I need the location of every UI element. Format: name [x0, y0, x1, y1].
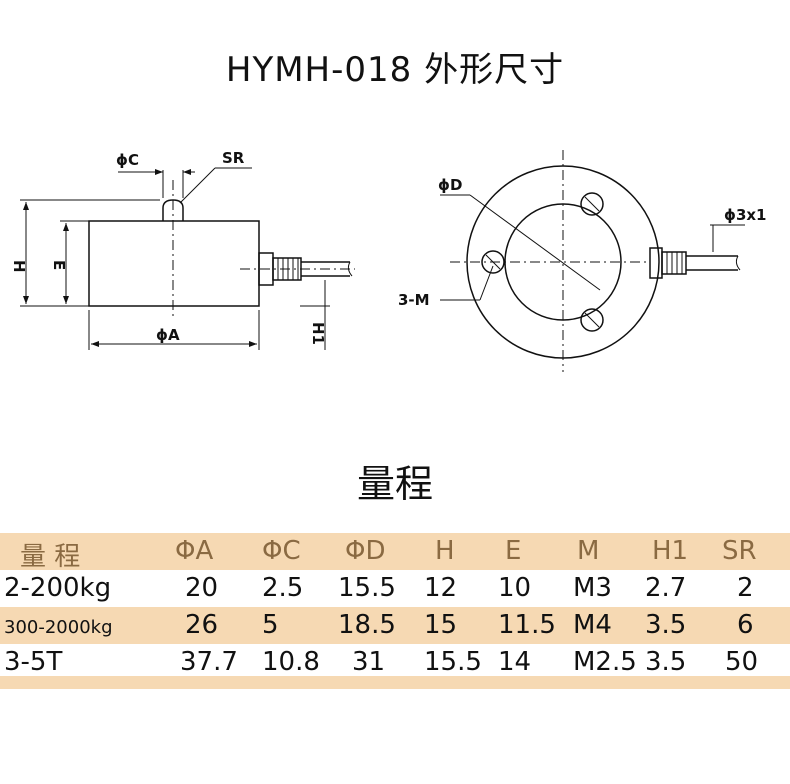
table-row: 3-5T 37.7 10.8 31 15.5 14 M2.5 3.5 50 [0, 644, 790, 681]
header-range: 量 程 [20, 542, 81, 572]
table-row: 2-200kg 20 2.5 15.5 12 10 M3 2.7 2 [0, 570, 790, 607]
table-row: 300-2000kg 26 5 18.5 15 11.5 M4 3.5 6 [0, 607, 790, 644]
cell-sr: 2 [737, 573, 754, 603]
label-phi-d: ϕD [438, 176, 462, 194]
cell-e: 11.5 [498, 610, 556, 640]
label-h1: H1 [309, 322, 327, 345]
label-phi-3x1: ϕ3x1 [724, 206, 767, 224]
cell-phi-d: 18.5 [338, 610, 396, 640]
inner-bore [504, 203, 622, 321]
table-bottom-band [0, 676, 790, 689]
label-phi-a: ϕA [156, 326, 180, 344]
cell-phi-c: 5 [262, 610, 279, 640]
header-phi-d: ΦD [345, 536, 386, 566]
cell-m: M3 [573, 573, 612, 603]
cell-phi-c: 10.8 [262, 647, 320, 677]
spec-table: 量 程 ΦA ΦC ΦD H E M H1 SR 2-200kg 20 2.5 … [0, 533, 790, 681]
header-m: M [577, 536, 600, 566]
top-view [440, 150, 745, 372]
label-sr: SR [222, 149, 245, 167]
mount-hole-3 [580, 308, 604, 332]
header-h: H [435, 536, 455, 566]
sensor-body [88, 220, 260, 307]
cell-phi-a: 20 [185, 573, 219, 603]
side-view [20, 167, 355, 350]
cell-e: 14 [498, 647, 532, 677]
cell-h: 15.5 [424, 647, 482, 677]
mount-hole-2 [481, 250, 505, 274]
header-e: E [505, 536, 522, 566]
cell-h1: 3.5 [645, 647, 687, 677]
cell-h1: 3.5 [645, 610, 687, 640]
cell-m: M4 [573, 610, 612, 640]
cell-e: 10 [498, 573, 532, 603]
cell-m: M2.5 [573, 647, 637, 677]
cell-sr: 50 [725, 647, 759, 677]
cell-phi-a: 37.7 [180, 647, 238, 677]
cell-sr: 6 [737, 610, 754, 640]
cell-h1: 2.7 [645, 573, 687, 603]
range-heading: 量程 [356, 462, 433, 506]
cell-range: 2-200kg [4, 573, 112, 603]
cell-range: 3-5T [4, 647, 63, 677]
header-h1: H1 [652, 536, 689, 566]
header-phi-a: ΦA [175, 536, 214, 566]
cell-h: 15 [424, 610, 458, 640]
dimension-drawing: ϕC SR H E ϕA H1 ϕD ϕ3x1 [10, 149, 767, 372]
label-h: H [10, 260, 28, 273]
cell-h: 12 [424, 573, 458, 603]
cell-range: 300-2000kg [4, 617, 113, 638]
label-phi-c: ϕC [116, 151, 139, 169]
label-e: E [50, 260, 68, 270]
table-header-row: 量 程 ΦA ΦC ΦD H E M H1 SR [0, 533, 790, 572]
mount-hole-1 [580, 192, 604, 216]
header-phi-c: ΦC [262, 536, 301, 566]
cell-phi-d: 15.5 [338, 573, 396, 603]
page-title: HYMH-018 外形尺寸 [225, 50, 565, 90]
cell-phi-c: 2.5 [262, 573, 304, 603]
cell-phi-d: 31 [352, 647, 386, 677]
cell-phi-a: 26 [185, 610, 219, 640]
header-sr: SR [722, 536, 757, 566]
label-3-m: 3-M [398, 291, 430, 309]
